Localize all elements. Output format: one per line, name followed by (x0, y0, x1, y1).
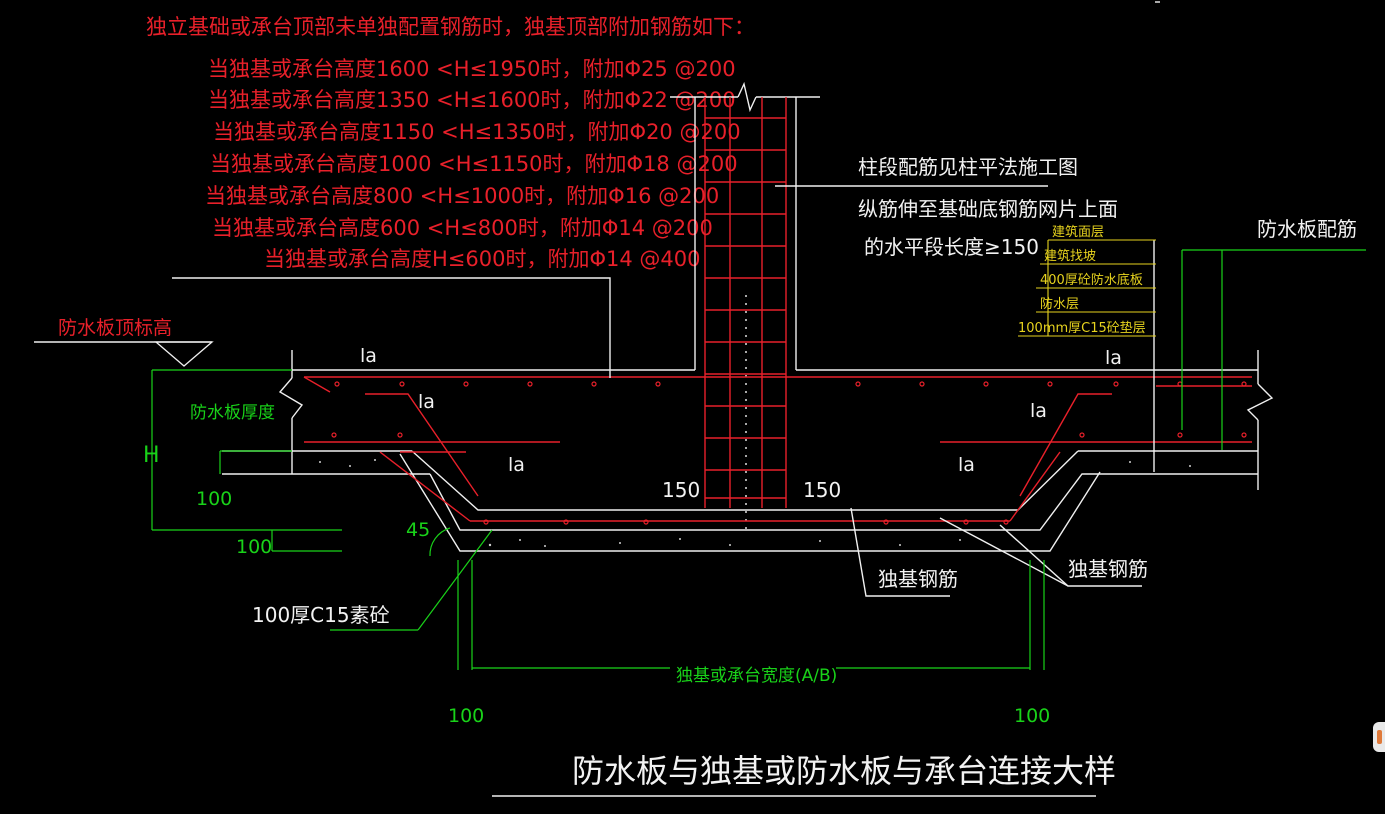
notes-row: 当独基或承台高度600 <H≤800时，附加Φ14 @200 (212, 216, 713, 240)
la-label: la (958, 454, 975, 476)
dim-100: 100 (196, 488, 232, 510)
slab-rebar-label: 防水板配筋 (1257, 217, 1357, 241)
slab-rebar (303, 376, 1252, 525)
side-tab-handle[interactable] (1373, 722, 1385, 752)
layer-label: 建筑找坡 (1044, 248, 1096, 264)
notes-heading: 独立基础或承台顶部未单独配置钢筋时，独基顶部附加钢筋如下： (146, 15, 755, 39)
slab-thickness-label: 防水板厚度 (190, 403, 275, 423)
footing-outline (222, 350, 1274, 552)
dimensions: 防水板顶标高 防水板厚度 H 100 100 45 独基或承台宽度(A/B) 1… (34, 249, 1366, 727)
notes-row: 当独基或承台高度H≤600时，附加Φ14 @400 (264, 247, 700, 271)
concrete-hatch (319, 459, 1191, 547)
dim-100: 100 (236, 536, 272, 558)
footing-rebar-label: 独基钢筋 (878, 567, 958, 591)
notes-row: 当独基或承台高度1350 <H≤1600时，附加Φ22 @200 (208, 88, 736, 112)
drawing-title: 防水板与独基或防水板与承台连接大样 (572, 752, 1116, 790)
notes-row: 当独基或承台高度1600 <H≤1950时，附加Φ25 @200 (208, 57, 736, 81)
angle-45-label: 45 (406, 519, 430, 541)
layer-label: 建筑面层 (1052, 224, 1104, 240)
dim-h-label: H (143, 443, 160, 468)
slab-top-elev-label: 防水板顶标高 (58, 317, 172, 339)
la-label: la (1030, 400, 1047, 422)
rebar-notes: 独立基础或承台顶部未单独配置钢筋时，独基顶部附加钢筋如下： 当独基或承台高度16… (146, 15, 755, 271)
dim-100: 100 (1014, 705, 1050, 727)
column-note: 纵筋伸至基础底钢筋网片上面 (858, 197, 1118, 221)
layer-label: 400厚砼防水底板 (1040, 272, 1143, 288)
notes-row: 当独基或承台高度1000 <H≤1150时，附加Φ18 @200 (210, 152, 738, 176)
dim-150-right: 150 (803, 478, 841, 502)
la-label: la (508, 454, 525, 476)
column-ties (705, 117, 786, 499)
dim-100: 100 (448, 705, 484, 727)
footing-rebar-label: 独基钢筋 (1068, 557, 1148, 581)
column-note: 的水平段长度≥150 (864, 235, 1039, 259)
anchor-labels: la la la la la la 150 150 (360, 345, 1122, 502)
layer-callout: 建筑面层 建筑找坡 400厚砼防水底板 防水层 100mm厚C15砼垫层 (1018, 224, 1156, 337)
footing-width-label: 独基或承台宽度(A/B) (676, 666, 837, 686)
la-label: la (360, 345, 377, 367)
leaders (172, 1, 1160, 797)
la-label: la (1105, 347, 1122, 369)
layer-label: 防水层 (1040, 296, 1079, 312)
c15-plain-label: 100厚C15素砼 (252, 603, 390, 627)
column (670, 81, 820, 530)
dim-150-left: 150 (662, 478, 700, 502)
la-label: la (418, 391, 435, 413)
column-note: 柱段配筋见柱平法施工图 (858, 155, 1078, 179)
notes-row: 当独基或承台高度1150 <H≤1350时，附加Φ20 @200 (213, 120, 741, 144)
layer-label: 100mm厚C15砼垫层 (1018, 320, 1146, 336)
notes-row: 当独基或承台高度800 <H≤1000时，附加Φ16 @200 (205, 184, 719, 208)
